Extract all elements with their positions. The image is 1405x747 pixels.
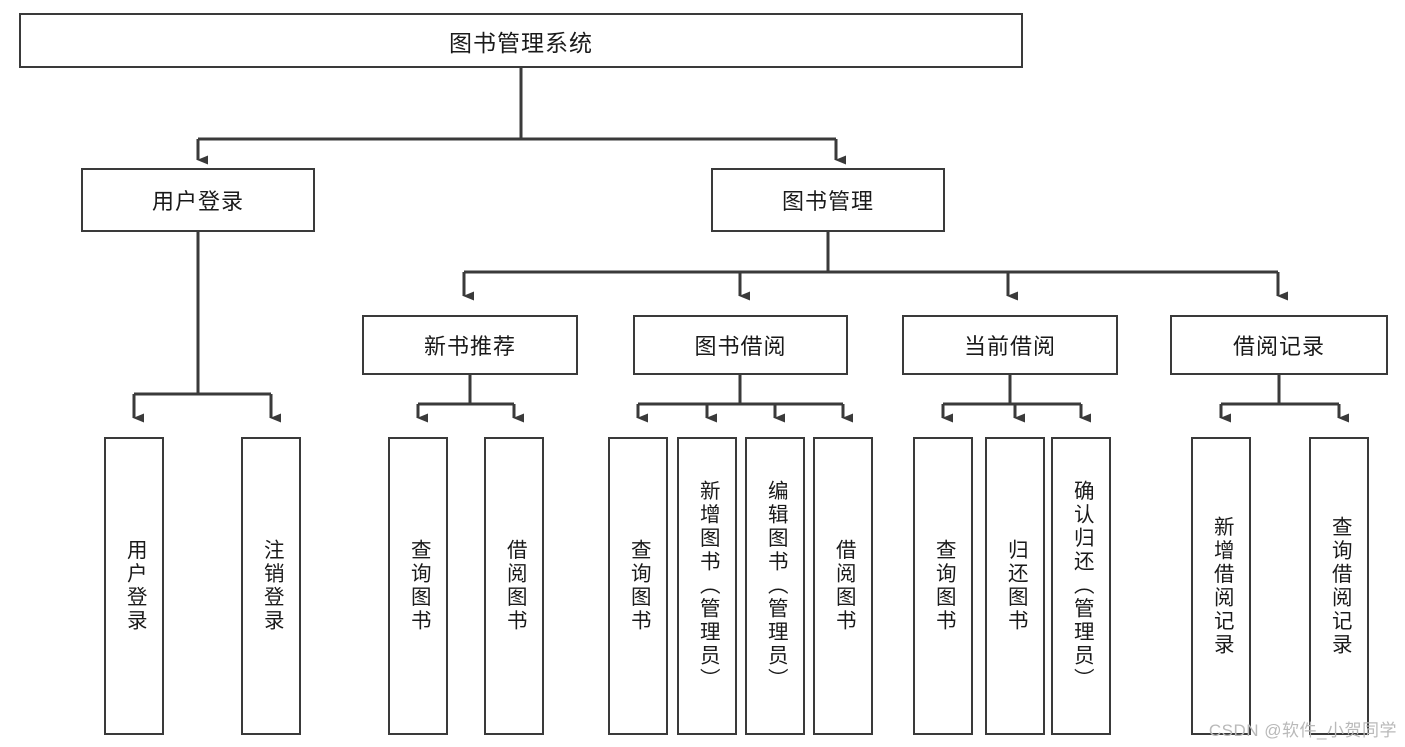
node-leaf-add-record-label: 新增借阅记录 <box>1210 515 1234 657</box>
node-root-label: 图书管理系统 <box>449 29 593 56</box>
node-leaf-confirm-return-label: 确认归还（管理员） <box>1070 480 1094 692</box>
node-leaf-query-book-3[interactable]: 查询图书 <box>913 437 973 735</box>
node-leaf-add-record[interactable]: 新增借阅记录 <box>1191 437 1251 735</box>
node-root[interactable]: 图书管理系统 <box>19 13 1023 68</box>
node-leaf-query-book-2-label: 查询图书 <box>627 539 651 633</box>
node-leaf-borrow-book-1-label: 借阅图书 <box>503 539 527 633</box>
node-leaf-query-book-2[interactable]: 查询图书 <box>608 437 668 735</box>
node-leaf-return-book-label: 归还图书 <box>1004 539 1028 633</box>
node-leaf-query-book-3-label: 查询图书 <box>932 539 956 633</box>
node-leaf-add-book[interactable]: 新增图书（管理员） <box>677 437 737 735</box>
node-leaf-user-logout[interactable]: 注销登录 <box>241 437 301 735</box>
node-book-borrow[interactable]: 图书借阅 <box>633 315 848 375</box>
node-leaf-query-record-label: 查询借阅记录 <box>1328 515 1352 657</box>
node-book-manage-label: 图书管理 <box>781 189 874 214</box>
node-book-borrow-label: 图书借阅 <box>694 334 787 359</box>
node-book-manage[interactable]: 图书管理 <box>711 168 945 232</box>
node-leaf-borrow-book-2-label: 借阅图书 <box>832 539 856 633</box>
node-borrow-record[interactable]: 借阅记录 <box>1170 315 1388 375</box>
node-new-book-recommend[interactable]: 新书推荐 <box>362 315 578 375</box>
node-current-borrow-label: 当前借阅 <box>963 334 1056 359</box>
node-leaf-query-record[interactable]: 查询借阅记录 <box>1309 437 1369 735</box>
node-leaf-query-book-1[interactable]: 查询图书 <box>388 437 448 735</box>
node-user-login[interactable]: 用户登录 <box>81 168 315 232</box>
node-new-book-recommend-label: 新书推荐 <box>423 334 516 359</box>
node-leaf-edit-book-label: 编辑图书（管理员） <box>764 480 788 692</box>
node-leaf-edit-book[interactable]: 编辑图书（管理员） <box>745 437 805 735</box>
node-leaf-borrow-book-1[interactable]: 借阅图书 <box>484 437 544 735</box>
watermark-text: CSDN @软件_小贺同学 <box>1208 721 1397 740</box>
node-leaf-user-logout-label: 注销登录 <box>260 539 284 633</box>
node-leaf-add-book-label: 新增图书（管理员） <box>696 480 720 692</box>
node-leaf-user-login-label: 用户登录 <box>123 539 147 633</box>
node-leaf-query-book-1-label: 查询图书 <box>407 539 431 633</box>
node-leaf-confirm-return[interactable]: 确认归还（管理员） <box>1051 437 1111 735</box>
node-leaf-borrow-book-2[interactable]: 借阅图书 <box>813 437 873 735</box>
node-current-borrow[interactable]: 当前借阅 <box>902 315 1118 375</box>
node-leaf-return-book[interactable]: 归还图书 <box>985 437 1045 735</box>
node-leaf-user-login[interactable]: 用户登录 <box>104 437 164 735</box>
node-borrow-record-label: 借阅记录 <box>1232 334 1325 359</box>
node-user-login-label: 用户登录 <box>151 189 244 214</box>
